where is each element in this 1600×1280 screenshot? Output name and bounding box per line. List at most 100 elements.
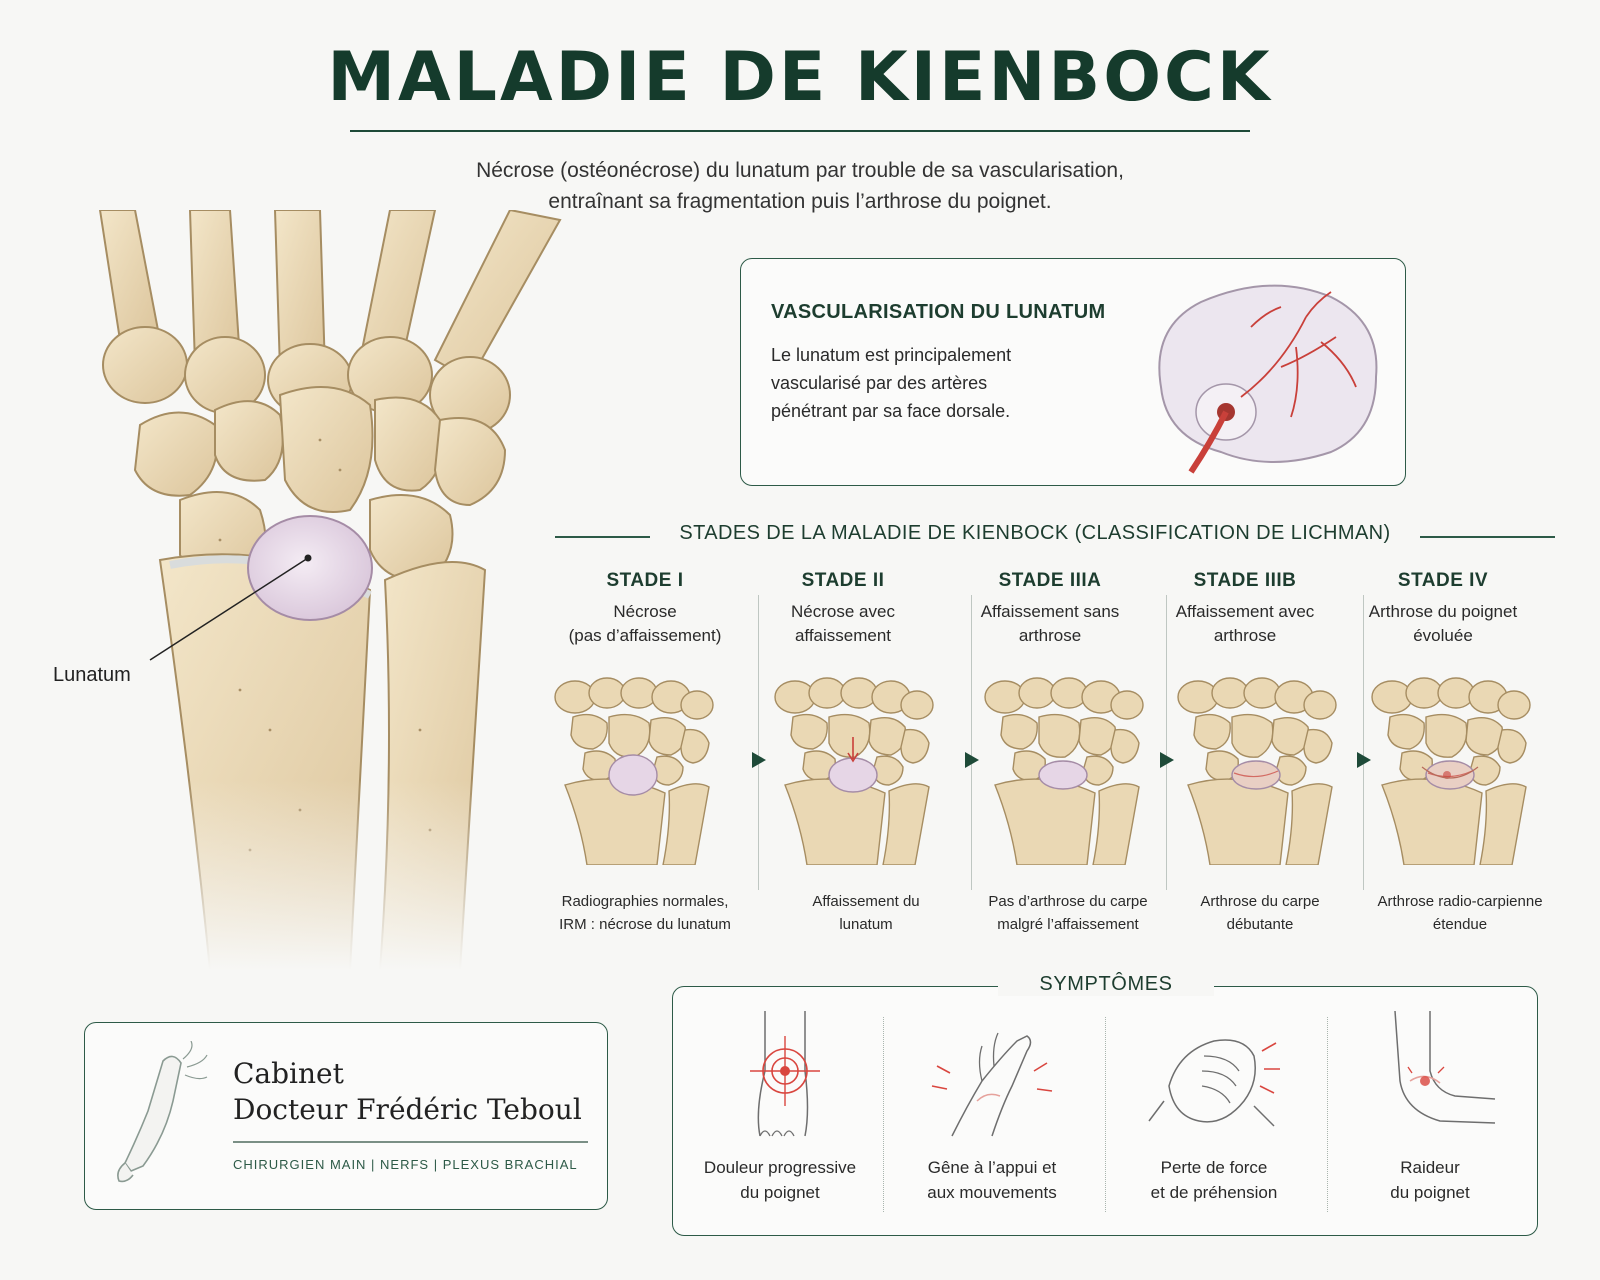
stage-note-line: malgré l’affaissement (997, 916, 1139, 933)
symptom-label-line: et de préhension (1150, 1183, 1278, 1202)
hand-support-icon (931, 1032, 1053, 1137)
vascularisation-panel: VASCULARISATION DU LUNATUM Le lunatum es… (740, 258, 1406, 486)
lunatum-label: Lunatum (53, 664, 131, 686)
symptoms-title: SYMPTÔMES (998, 973, 1214, 996)
stage-note-line: Pas d’arthrose du carpe (988, 893, 1148, 910)
cabinet-divider (233, 1141, 588, 1143)
stage-description-line: Nécrose (613, 602, 677, 621)
subtitle-line: entraînant sa fragmentation puis l’arthr… (548, 190, 1052, 213)
stage-divider (1363, 595, 1364, 890)
cabinet-specialties: CHIRURGIEN MAIN | NERFS | PLEXUS BRACHIA… (233, 1157, 578, 1172)
symptom-pain: Douleur progressive du poignet (675, 1011, 885, 1205)
stage-note-line: lunatum (839, 916, 893, 933)
stage-name: STADE I (606, 570, 684, 591)
stages-header-rule (555, 536, 650, 538)
symptom-stiffness: Raideur du poignet (1325, 1011, 1535, 1205)
stage-2: STADE II Nécrose avec affaissement (748, 570, 938, 648)
stage-description: Affaissement avec arthrose (1150, 600, 1340, 648)
symptom-label: Gêne à l’appui et aux mouvements (887, 1155, 1097, 1205)
symptom-label-line: aux mouvements (927, 1183, 1057, 1202)
stage-note-line: Affaissement du (812, 893, 920, 910)
stage-3a: STADE IIIA Affaissement sans arthrose (955, 570, 1145, 648)
stage-name: STADE IV (1397, 570, 1489, 591)
stage-description-line: affaissement (794, 626, 892, 645)
stage-description: Affaissement sans arthrose (955, 600, 1145, 648)
symptom-label-line: Raideur (1400, 1158, 1460, 1177)
stage-name: STADE IIIA (998, 570, 1102, 591)
stages-title: STADES DE LA MALADIE DE KIENBOCK (CLASSI… (679, 522, 1391, 544)
stage-description-line: Affaissement avec (1175, 602, 1315, 621)
vascularisation-title: VASCULARISATION DU LUNATUM (771, 301, 1106, 323)
stage-divider (971, 595, 972, 890)
symptom-divider (1327, 1017, 1328, 1212)
arrow-right-icon (1357, 752, 1371, 768)
stage-1: STADE I Nécrose (pas d’affaissement) (550, 570, 740, 648)
stage-1-note: Radiographies normales, IRM : nécrose du… (545, 890, 745, 936)
cabinet-card: Cabinet Docteur Frédéric Teboul CHIRURGI… (84, 1022, 608, 1210)
wrist-anatomy-illustration (40, 210, 600, 970)
stage-wrist-illustration (554, 677, 714, 865)
stage-description: Arthrose du poignet évoluée (1348, 600, 1538, 648)
subtitle: Nécrose (ostéonécrose) du lunatum par tr… (300, 155, 1300, 217)
arrow-right-icon (965, 752, 979, 768)
title-divider (350, 130, 1250, 132)
wrist-pain-icon (750, 1011, 820, 1137)
stage-4: STADE IV Arthrose du poignet évoluée (1348, 570, 1538, 648)
stage-wrist-illustration (984, 677, 1144, 865)
stage-description-line: Arthrose du poignet (1368, 602, 1518, 621)
arrow-right-icon (752, 752, 766, 768)
symptom-label-line: du poignet (740, 1183, 820, 1202)
stage-wrist-illustration (774, 677, 934, 865)
stage-divider (1166, 595, 1167, 890)
vascularisation-line: Le lunatum est principalement (771, 345, 1012, 365)
stage-name: STADE IIIB (1193, 570, 1297, 591)
stage-wrist-illustration (1177, 677, 1337, 865)
symptom-grip: Perte de force et de préhension (1109, 1011, 1319, 1205)
page-title: MALADIE DE KIENBOCK (327, 38, 1273, 117)
arrow-right-icon (1160, 752, 1174, 768)
stage-note-line: Arthrose radio-carpienne (1377, 893, 1543, 910)
stage-note-line: étendue (1432, 916, 1488, 933)
stage-description-line: Affaissement sans (980, 602, 1120, 621)
stage-description-line: arthrose (1018, 626, 1082, 645)
symptom-label: Raideur du poignet (1325, 1155, 1535, 1205)
symptom-label-line: Gêne à l’appui et (927, 1158, 1057, 1177)
arm-logo-icon (117, 1041, 208, 1183)
vascularisation-text: Le lunatum est principalement vascularis… (771, 341, 1071, 425)
stage-4-note: Arthrose radio-carpienne étendue (1360, 890, 1560, 936)
symptom-discomfort: Gêne à l’appui et aux mouvements (887, 1011, 1097, 1205)
stage-wrist-illustration (1371, 677, 1531, 865)
symptom-divider (883, 1017, 884, 1212)
doctor-name: Docteur Frédéric Teboul (233, 1093, 582, 1126)
stage-2-note: Affaissement du lunatum (766, 890, 966, 936)
stage-3b: STADE IIIB Affaissement avec arthrose (1150, 570, 1340, 648)
symptom-label-line: Douleur progressive (703, 1158, 857, 1177)
symptom-label-line: Perte de force (1160, 1158, 1268, 1177)
grip-icon (1148, 1039, 1280, 1127)
stage-note-line: Radiographies normales, (561, 893, 729, 910)
symptom-divider (1105, 1017, 1106, 1212)
stage-description-line: arthrose (1213, 626, 1277, 645)
stage-description-line: (pas d’affaissement) (568, 626, 722, 645)
symptoms-panel: SYMPTÔMES Douleur progressive du poignet… (672, 973, 1538, 1236)
symptom-label: Perte de force et de préhension (1109, 1155, 1319, 1205)
lunatum-vascular-illustration (1158, 284, 1378, 474)
stages-header-rule (1420, 536, 1555, 538)
stage-3a-note: Pas d’arthrose du carpe malgré l’affaiss… (968, 890, 1168, 936)
stage-note-line: IRM : nécrose du lunatum (559, 916, 731, 933)
stage-note-line: Arthrose du carpe (1200, 893, 1320, 910)
symptom-label-line: du poignet (1390, 1183, 1470, 1202)
stage-description-line: évoluée (1413, 626, 1473, 645)
stages-header: STADES DE LA MALADIE DE KIENBOCK (CLASSI… (555, 522, 1555, 552)
vascularisation-line: pénétrant par sa face dorsale. (771, 401, 1011, 421)
stage-note-line: débutante (1226, 916, 1294, 933)
symptom-label: Douleur progressive du poignet (675, 1155, 885, 1205)
stage-3b-note: Arthrose du carpe débutante (1160, 890, 1360, 936)
vascularisation-line: vascularisé par des artères (771, 373, 988, 393)
stage-name: STADE II (801, 570, 885, 591)
stage-divider (758, 595, 759, 890)
subtitle-line: Nécrose (ostéonécrose) du lunatum par tr… (476, 159, 1124, 182)
stage-description: Nécrose avec affaissement (748, 600, 938, 648)
stage-description-line: Nécrose avec (791, 602, 895, 621)
stage-description: Nécrose (pas d’affaissement) (550, 600, 740, 648)
